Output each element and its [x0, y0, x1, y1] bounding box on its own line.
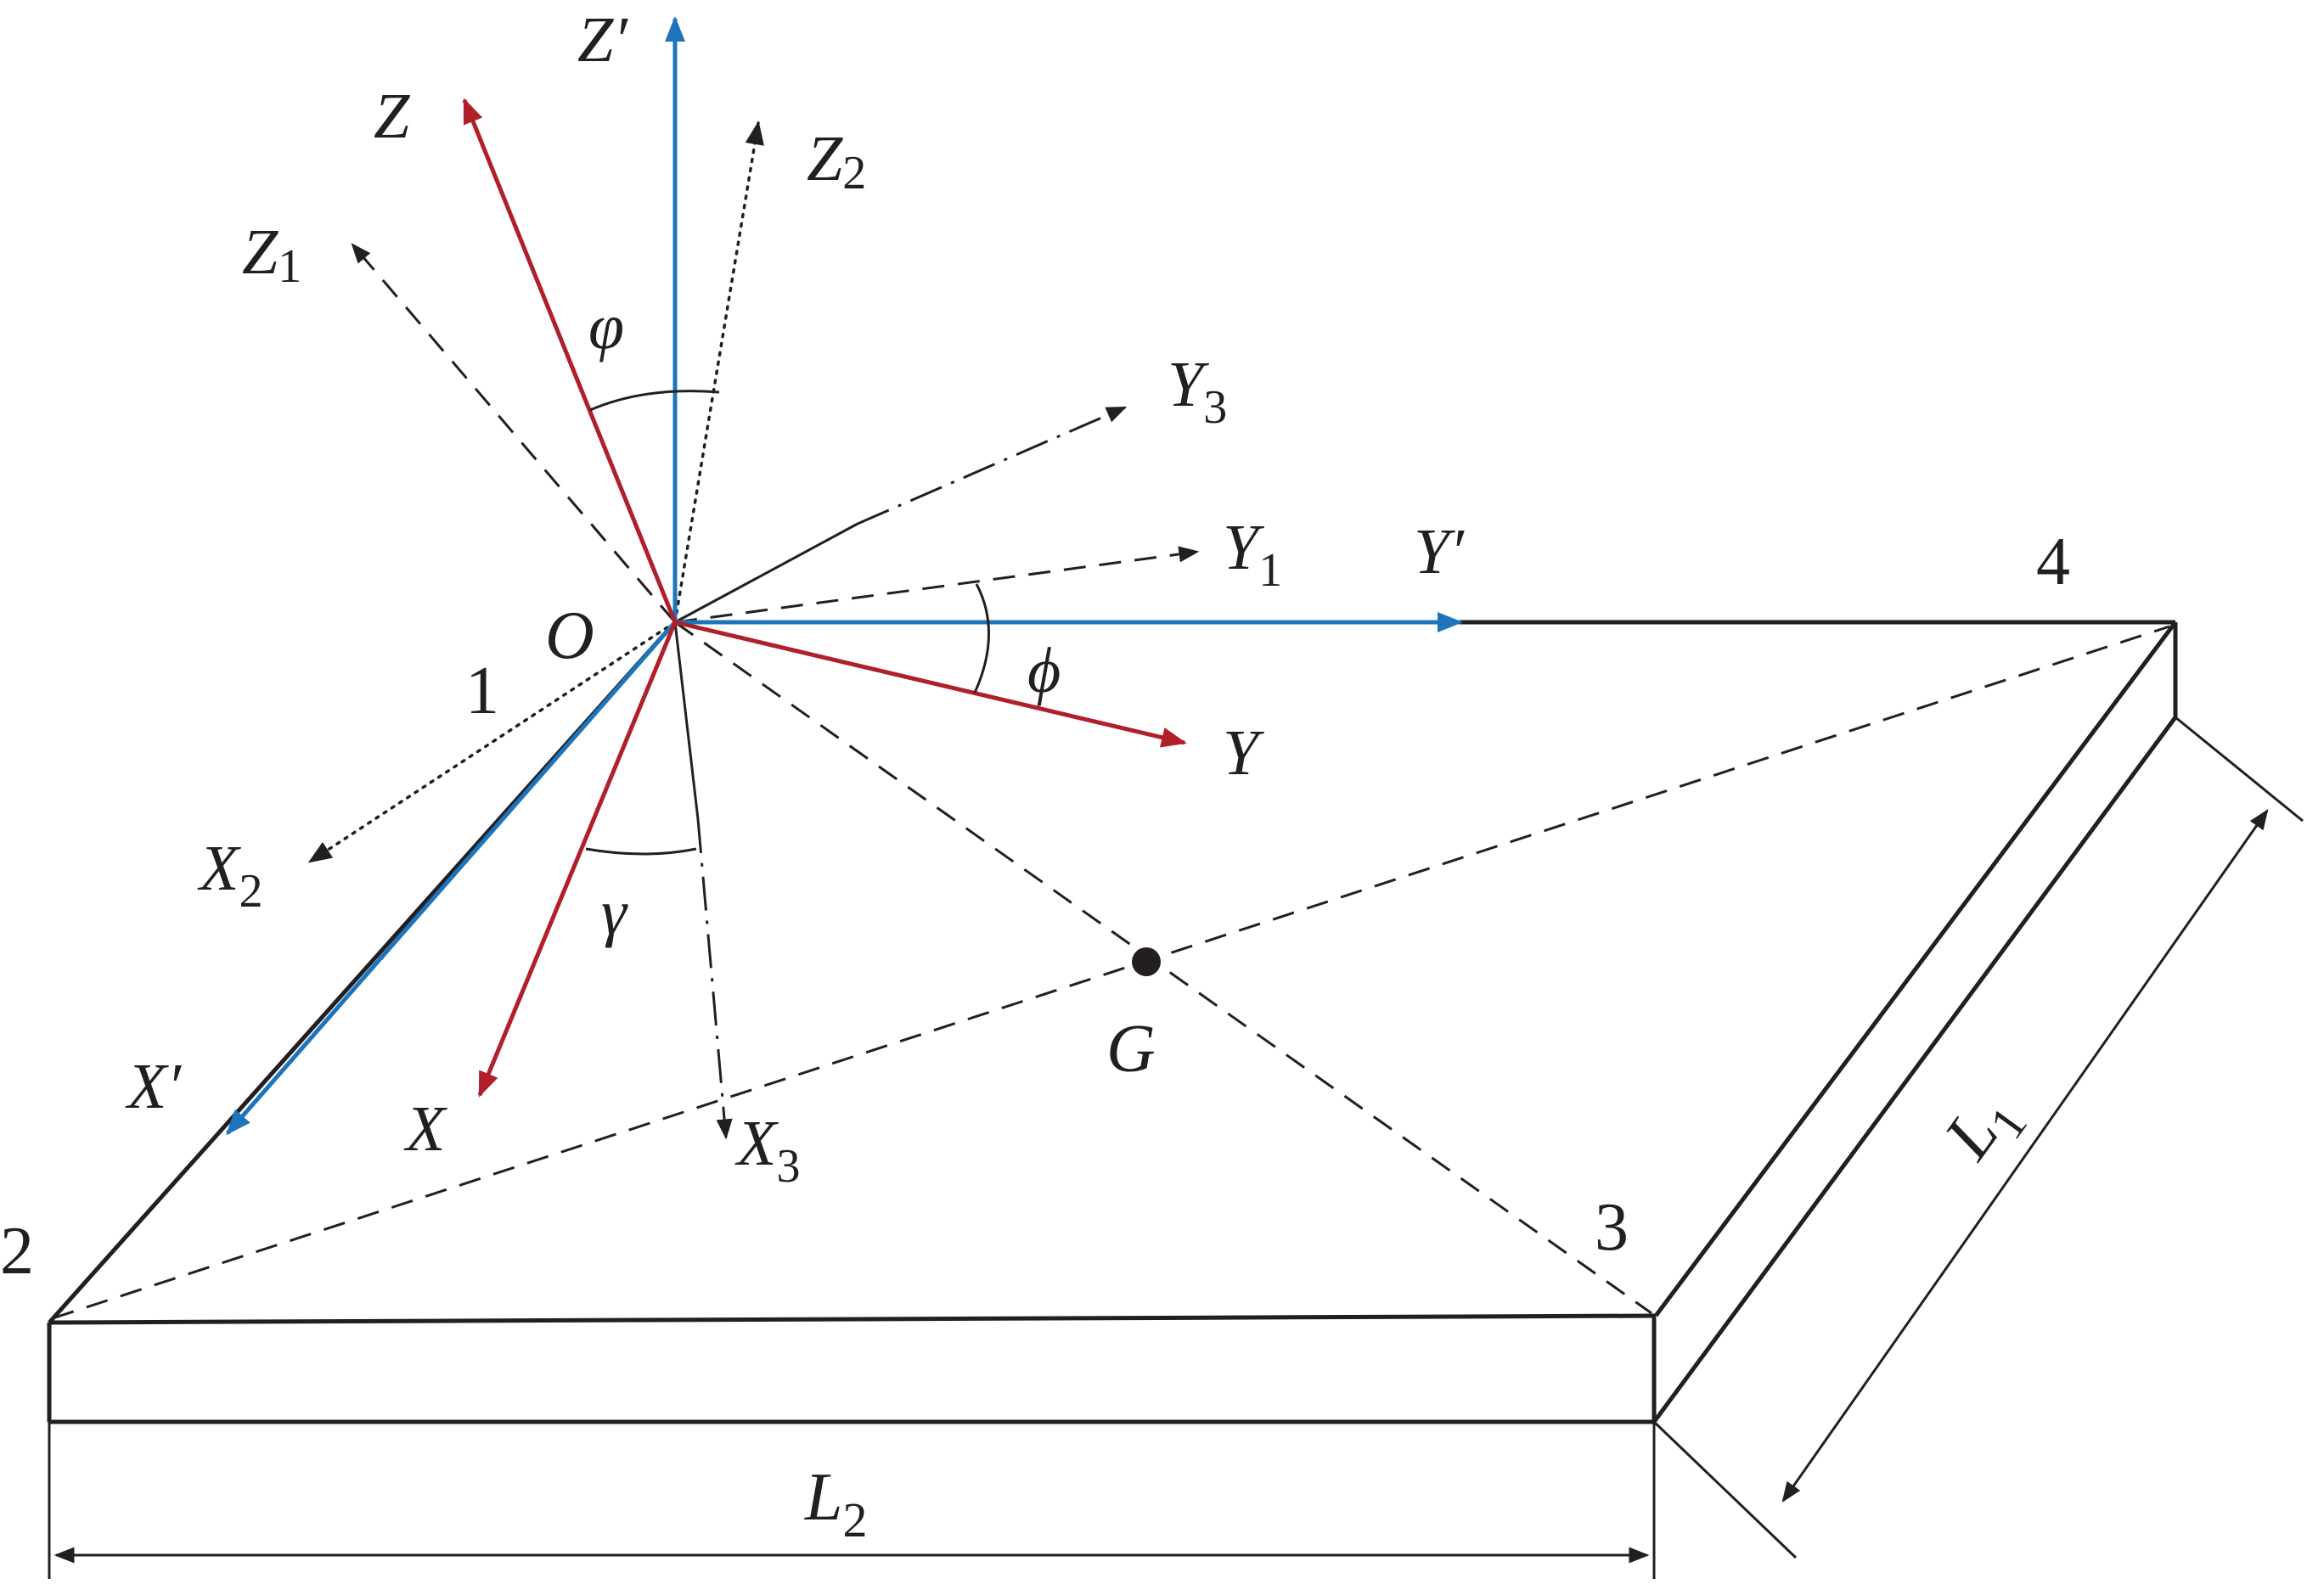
plate-bottom-side: [1652, 716, 2178, 1424]
l1-extension-top: [2175, 716, 2304, 823]
label-l1-group: L1: [1930, 1077, 2038, 1180]
axis-z2: [673, 121, 764, 624]
axis-z: [462, 98, 678, 623]
plate-edge-3-4: [1653, 621, 2178, 1317]
label-y-prime: Y′: [1414, 516, 1465, 587]
label-y: Y: [1223, 717, 1265, 789]
label-corner-1: 1: [465, 654, 499, 728]
angle-arc-phi-lower: [589, 390, 720, 412]
label-origin: O: [545, 598, 594, 673]
axis-x-prime: [226, 621, 677, 1136]
dimension-l2: [48, 1422, 1656, 1579]
label-corner-4: 4: [2036, 525, 2070, 599]
l1-dimension-arrow: [1781, 809, 2269, 1503]
axis-z1: [351, 243, 677, 623]
label-corner-2: 2: [0, 1214, 34, 1289]
label-x3: X3: [734, 1108, 800, 1193]
label-l1: L1: [1930, 1077, 2038, 1180]
label-x2: X2: [197, 833, 262, 918]
label-angle-phi-upper: ϕ: [1027, 635, 1061, 706]
label-z2: Z2: [807, 123, 866, 199]
axis-x2: [307, 621, 677, 863]
label-angle-gamma: γ: [601, 877, 628, 948]
axis-x: [477, 621, 678, 1098]
label-z-prime: Z′: [577, 4, 628, 76]
axis-x3: [696, 818, 733, 1140]
dimension-l1: [1652, 716, 2304, 1559]
label-y1: Y1: [1223, 512, 1282, 597]
diagonal-2-4: [52, 625, 2170, 1320]
diagonal-1-3: [674, 621, 1652, 1315]
label-corner-3: 3: [1595, 1190, 1629, 1265]
label-angle-phi-lower: φ: [588, 291, 624, 362]
axis-y: [674, 620, 1187, 748]
axis-y3: [857, 406, 1128, 525]
label-y3: Y3: [1168, 349, 1227, 434]
label-l2: L2: [804, 1460, 868, 1547]
axis-y1: [674, 546, 1200, 624]
label-center-of-gravity: G: [1106, 1012, 1156, 1087]
center-of-gravity-dot: [1132, 947, 1161, 976]
angle-arc-gamma: [585, 847, 697, 856]
axis-y3-solid: [674, 522, 858, 624]
label-x-prime: X′: [125, 1051, 182, 1122]
l1-extension-bottom: [1652, 1420, 1798, 1559]
label-x: X: [403, 1093, 447, 1165]
label-z1: Z1: [242, 216, 301, 293]
axis-x3-solid: [673, 621, 700, 820]
label-z: Z: [374, 81, 410, 152]
plate-edge-2-3: [48, 1313, 1657, 1325]
angle-arc-phi-upper: [973, 583, 990, 694]
